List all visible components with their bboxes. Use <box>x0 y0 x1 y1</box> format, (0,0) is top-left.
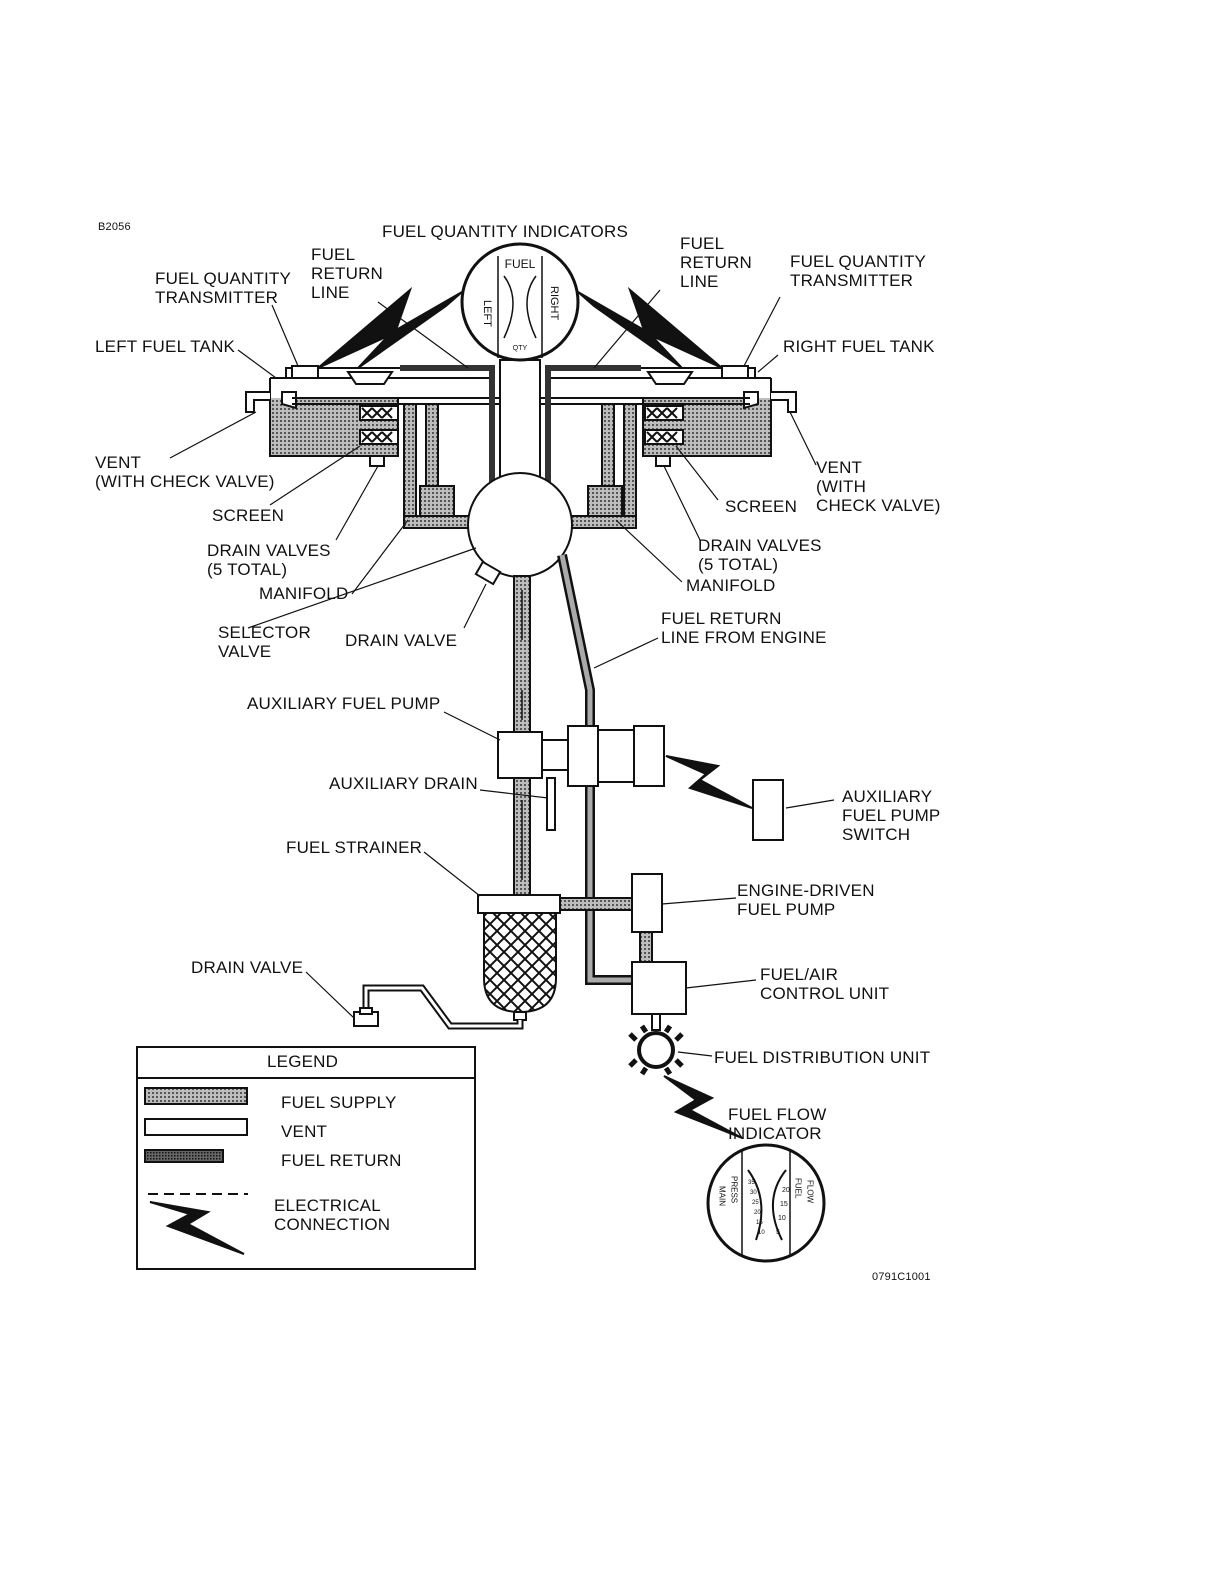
fuel-flow-indicator <box>706 1143 826 1263</box>
flow-scale-left-tick: 25 <box>752 1200 759 1206</box>
center-vent-column <box>499 359 541 491</box>
qty-gauge-top: FUEL <box>505 257 536 271</box>
label-auxiliary-fuel-pump-switch: AUXILIARY FUEL PUMP SWITCH <box>842 787 941 844</box>
flow-scale-right-tick: 20 <box>782 1187 790 1194</box>
legend-box <box>136 1046 476 1270</box>
qty-gauge-left: LEFT <box>481 300 493 327</box>
label-auxiliary-fuel-pump: AUXILIARY FUEL PUMP <box>247 694 441 713</box>
label-manifold-right: MANIFOLD <box>686 576 776 595</box>
label-vent-left: VENT (WITH CHECK VALVE) <box>95 453 275 491</box>
label-fuel-air-control-unit: FUEL/AIR CONTROL UNIT <box>760 965 890 1003</box>
drawing-number: 0791C1001 <box>872 1271 931 1283</box>
engine-driven-fuel-pump <box>631 873 663 933</box>
selector-drain-valve <box>474 560 502 586</box>
label-screen-left: SCREEN <box>212 506 285 525</box>
legend-vent: VENT <box>281 1122 328 1141</box>
leader-lines <box>169 289 835 1057</box>
flow-indicator-electrical-connection <box>663 1075 743 1139</box>
flow-gauge-fuel: FUEL <box>794 1178 803 1199</box>
figure-code: B2056 <box>98 221 131 233</box>
fuel-return-lines <box>400 365 641 486</box>
label-fuel-flow-indicator: FUEL FLOW INDICATOR <box>728 1105 827 1143</box>
right-quantity-electrical-connection <box>577 286 723 369</box>
flow-scale-left-tick: 30 <box>750 1190 757 1196</box>
flow-scale-right-tick: 10 <box>778 1215 786 1222</box>
fuel-quantity-indicator <box>460 242 580 362</box>
flow-scale-left-tick: 15 <box>756 1220 763 1226</box>
left-quantity-electrical-connection <box>317 286 463 369</box>
label-fuel-quantity-indicators: FUEL QUANTITY INDICATORS <box>382 222 628 241</box>
label-fuel-quantity-transmitter-left: FUEL QUANTITY TRANSMITTER <box>155 269 292 307</box>
left-screen <box>359 405 399 467</box>
fuel-air-control-unit <box>631 961 687 1015</box>
legend-fuel-supply: FUEL SUPPLY <box>281 1093 397 1112</box>
label-screen-right: SCREEN <box>725 497 798 516</box>
label-drain-valves-left: DRAIN VALVES (5 TOTAL) <box>207 541 331 579</box>
label-manifold-left: MANIFOLD <box>259 584 349 603</box>
label-fuel-return-line-right: FUEL RETURN LINE <box>680 234 753 291</box>
auxiliary-drain <box>546 777 556 831</box>
flow-gauge-flow: FLOW <box>806 1180 815 1204</box>
flow-scale-left-tick: 20 <box>754 1210 761 1216</box>
label-vent-right: VENT (WITH CHECK VALVE) <box>816 458 941 515</box>
flow-scale-right-tick: 15 <box>780 1201 788 1208</box>
label-fuel-quantity-transmitter-right: FUEL QUANTITY TRANSMITTER <box>790 252 927 290</box>
label-fuel-strainer: FUEL STRAINER <box>286 838 423 857</box>
flow-gauge-main: MAIN <box>718 1186 727 1206</box>
label-auxiliary-drain: AUXILIARY DRAIN <box>329 774 478 793</box>
flow-scale-right-tick: 5 <box>776 1229 780 1236</box>
label-left-fuel-tank: LEFT FUEL TANK <box>95 337 236 356</box>
flow-scale-left-tick: 35 <box>748 1180 755 1186</box>
label-drain-valves-right: DRAIN VALVES (5 TOTAL) <box>698 536 822 574</box>
label-fuel-return-from-engine: FUEL RETURN LINE FROM ENGINE <box>661 609 827 647</box>
strainer-drain-valve <box>353 984 524 1030</box>
right-supply-lines <box>565 403 637 529</box>
fuel-distribution-unit <box>628 1024 684 1076</box>
left-supply-lines <box>403 403 475 529</box>
label-selector-valve: SELECTOR VALVE <box>218 623 311 661</box>
label-right-fuel-tank: RIGHT FUEL TANK <box>783 337 935 356</box>
qty-gauge-right: RIGHT <box>548 286 560 321</box>
fuel-strainer <box>477 894 561 1021</box>
aux-pump-electrical-connection <box>665 755 753 809</box>
flow-gauge-right-scale: 20 15 10 5 <box>776 1187 790 1236</box>
qty-gauge-bottom: QTY <box>513 345 528 352</box>
label-fuel-distribution-unit: FUEL DISTRIBUTION UNIT <box>714 1048 931 1067</box>
left-vent-check-valve <box>245 391 297 413</box>
right-screen <box>644 405 684 467</box>
flow-gauge-press: PRESS <box>730 1176 739 1203</box>
label-fuel-return-line-left: FUEL RETURN LINE <box>311 245 384 302</box>
legend-title: LEGEND <box>267 1052 339 1071</box>
legend-fuel-return: FUEL RETURN <box>281 1151 402 1170</box>
strainer-to-engine-pump-line <box>559 897 633 911</box>
flow-scale-left-tick: 10 <box>758 1230 765 1236</box>
label-drain-valve-selector: DRAIN VALVE <box>345 631 458 650</box>
label-engine-driven-fuel-pump: ENGINE-DRIVEN FUEL PUMP <box>737 881 875 919</box>
label-drain-valve-strainer: DRAIN VALVE <box>191 958 304 977</box>
flow-gauge-left-scale: 35 30 25 20 15 10 <box>748 1180 765 1236</box>
auxiliary-fuel-pump <box>497 725 665 787</box>
legend-electrical-connection: ELECTRICAL CONNECTION <box>274 1196 391 1234</box>
auxiliary-fuel-pump-switch <box>752 779 784 841</box>
